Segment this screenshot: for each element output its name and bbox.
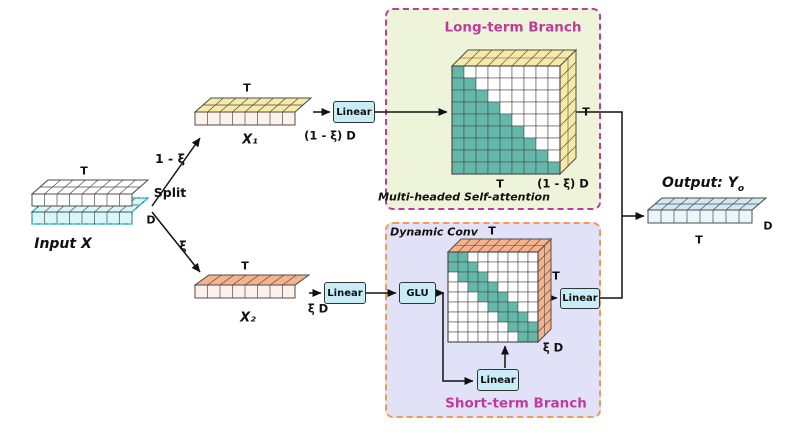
x1-t-label: T xyxy=(243,81,251,95)
split-lower-ratio-label: ξ xyxy=(179,237,187,253)
long-term-caption: Multi-headed Self-attention xyxy=(378,190,550,204)
output-d-label: D xyxy=(763,219,773,233)
output-t-label: T xyxy=(695,233,703,247)
glu-box: GLU xyxy=(399,282,436,304)
linear-box-1: Linear xyxy=(333,101,375,123)
x2-label: X₂ xyxy=(240,310,256,326)
split-upper-ratio-label: 1 - ξ xyxy=(155,150,185,166)
linear-box-2: Linear xyxy=(324,282,366,304)
output-label-subscript: o xyxy=(737,183,745,194)
x2-dim-label: ξ D xyxy=(307,301,329,316)
linear-box-4: Linear xyxy=(560,288,600,309)
long-term-t-right-label: T xyxy=(582,105,590,119)
output-label: Output: Yo xyxy=(662,176,744,194)
long-term-t-bottom-label: T xyxy=(496,177,504,191)
output-label-text: Output: Y xyxy=(661,175,738,192)
input-label: Input X xyxy=(34,236,92,252)
x1-label: X₁ xyxy=(242,132,258,148)
short-term-t-top-label: T xyxy=(488,224,496,238)
input-d-label: D xyxy=(146,213,156,227)
x2-t-label: T xyxy=(241,259,249,273)
input-t-label: T xyxy=(80,164,88,178)
short-term-caption: Dynamic Conv xyxy=(390,225,478,239)
split-label: Split xyxy=(153,184,187,200)
x1-dim-label: (1 - ξ) D xyxy=(304,128,356,143)
linear-box-3: Linear xyxy=(477,369,519,391)
long-term-branch-title: Long-term Branch xyxy=(444,19,582,36)
short-term-t-right-label: T xyxy=(552,269,560,283)
long-term-dim-label: (1 - ξ) D xyxy=(537,176,589,191)
short-term-dim-label: ξ D xyxy=(542,340,564,355)
short-term-branch-title: Short-term Branch xyxy=(445,395,587,412)
